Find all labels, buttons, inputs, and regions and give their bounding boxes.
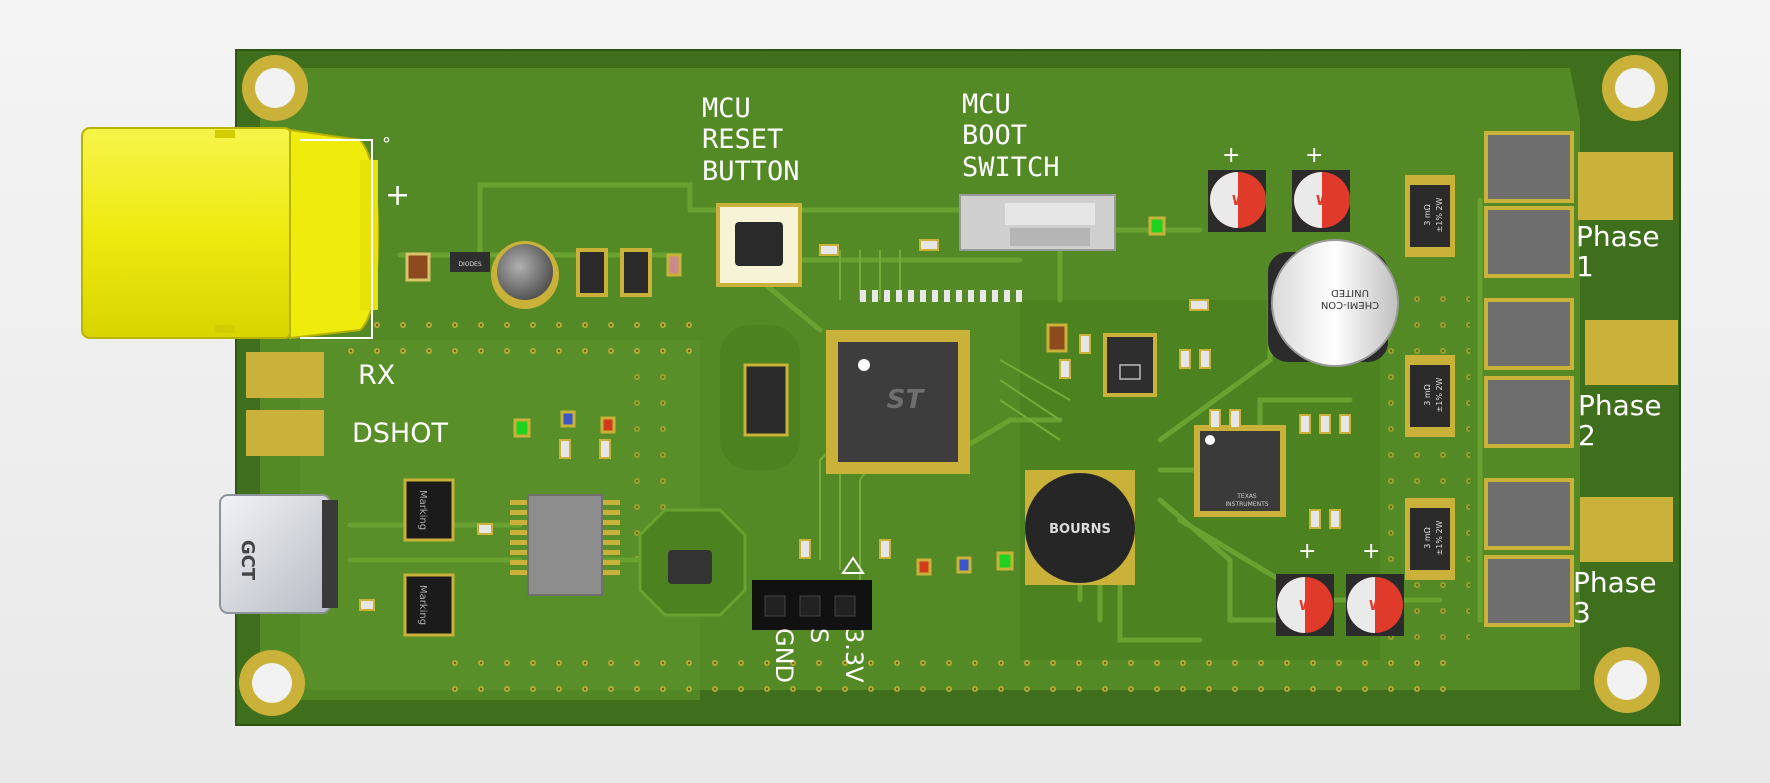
usb-ic: [510, 494, 620, 596]
shunt-resistor-1: 3 mΩ ±1% 2W: [1405, 175, 1455, 257]
tvs-diode-2: Marking: [403, 573, 455, 637]
led-blue-2: [956, 556, 972, 574]
degree-mark: °: [382, 134, 391, 155]
dshot-pad: [246, 410, 324, 456]
regulator: [1103, 333, 1157, 397]
led-green-2: [513, 418, 531, 438]
mounting-hole-br: [1594, 647, 1660, 713]
led-red-1: [600, 416, 616, 434]
svg-text:±1% 2W: ±1% 2W: [1435, 520, 1444, 555]
gate-driver-ic: TEXAS INSTRUMENTS: [1194, 425, 1286, 517]
mounting-hole-tr: [1602, 55, 1668, 121]
phase3-label-num: 3: [1573, 596, 1591, 629]
mounting-hole-bl: [239, 650, 305, 716]
header-s-label: S: [805, 628, 833, 643]
st-logo: ST: [887, 385, 926, 415]
svg-text:±1% 2W: ±1% 2W: [1435, 197, 1444, 232]
power-connector: ° +: [81, 127, 410, 340]
we-cap-bottom-2: WE: [1346, 574, 1404, 636]
svg-text:3 mΩ: 3 mΩ: [1423, 384, 1432, 406]
mcu-boot-label-3: SWITCH: [962, 152, 1060, 183]
mcu-boot-switch: [959, 194, 1116, 251]
svg-text:WE: WE: [1232, 194, 1255, 209]
led-red-2: [916, 558, 932, 576]
phase3-label-word: Phase: [1573, 566, 1657, 599]
crystal: [720, 325, 800, 470]
svg-text:TEXAS: TEXAS: [1236, 493, 1257, 500]
svg-text:CHEMI-CON: CHEMI-CON: [1321, 299, 1379, 310]
plus-mark-cap-4: +: [1362, 539, 1380, 564]
header-3v3-label: 3.3V: [840, 628, 868, 683]
pin-header: [752, 556, 872, 630]
phase2-label-num: 2: [1578, 419, 1596, 452]
we-cap-top-1: WE: [1208, 170, 1266, 232]
mcu-reset-button: [716, 203, 802, 287]
phase1-pad: [1578, 152, 1673, 220]
svg-text:Marking: Marking: [417, 490, 428, 530]
usb-c-connector: GCT: [219, 494, 338, 614]
svg-text:3 mΩ: 3 mΩ: [1423, 527, 1432, 549]
mcu-boot-label-1: MCU: [962, 89, 1011, 120]
mounting-hole-tl: [242, 55, 308, 121]
led-green-1: [1148, 216, 1166, 236]
svg-text:WE: WE: [1299, 599, 1322, 614]
svg-text:BOURNS: BOURNS: [1049, 522, 1111, 537]
led-green-3: [996, 551, 1014, 571]
resistor-array-top: [860, 290, 1022, 302]
mcu-reset-label-3: BUTTON: [702, 156, 800, 187]
small-ic-octagon: [638, 508, 747, 617]
bulk-capacitor: UNITED CHEMI-CON: [1268, 239, 1399, 367]
plus-mark-cap-3: +: [1298, 539, 1316, 564]
input-filter-row: DIODES: [405, 241, 682, 309]
diodes-marking: DIODES: [458, 261, 482, 268]
small-resistor-brown: [1046, 323, 1068, 353]
mcu-boot-label-2: BOOT: [962, 120, 1027, 151]
mcu-reset-label-2: RESET: [702, 124, 783, 155]
svg-text:INSTRUMENTS: INSTRUMENTS: [1225, 501, 1268, 508]
phase3-pad: [1580, 497, 1673, 562]
we-cap-top-2: WE: [1292, 170, 1350, 232]
plus-mark-cap-2: +: [1305, 143, 1323, 168]
header-gnd-label: GND: [770, 628, 798, 683]
dshot-label: DSHOT: [352, 418, 448, 449]
shunt-resistor-2: 3 mΩ ±1% 2W: [1405, 355, 1455, 437]
svg-text:Marking: Marking: [417, 585, 428, 625]
plus-mark-power: +: [385, 178, 410, 213]
small-passives: [359, 239, 1351, 611]
phase2-label-word: Phase: [1578, 389, 1662, 422]
svg-text:±1% 2W: ±1% 2W: [1435, 377, 1444, 412]
led-blue-1: [560, 410, 576, 428]
svg-text:3 mΩ: 3 mΩ: [1423, 204, 1432, 226]
gct-marking: GCT: [237, 540, 258, 581]
phase1-label-word: Phase: [1576, 220, 1660, 253]
svg-text:WE: WE: [1316, 194, 1339, 209]
rx-pad: [246, 352, 324, 398]
rx-label: RX: [358, 360, 395, 391]
phase1-label-num: 1: [1576, 250, 1594, 283]
svg-text:WE: WE: [1369, 599, 1392, 614]
shunt-resistor-3: 3 mΩ ±1% 2W: [1405, 498, 1455, 580]
plus-mark-cap-1: +: [1222, 143, 1240, 168]
mcu-reset-label-1: MCU: [702, 93, 751, 124]
mcu-chip: ST: [826, 330, 970, 474]
we-cap-bottom-1: WE: [1276, 574, 1334, 636]
bourns-inductor: BOURNS: [1025, 470, 1135, 585]
mosfets: [1484, 131, 1574, 627]
tvs-diode-1: Marking: [403, 478, 455, 542]
phase2-pad: [1585, 320, 1678, 385]
svg-text:UNITED: UNITED: [1331, 287, 1369, 298]
